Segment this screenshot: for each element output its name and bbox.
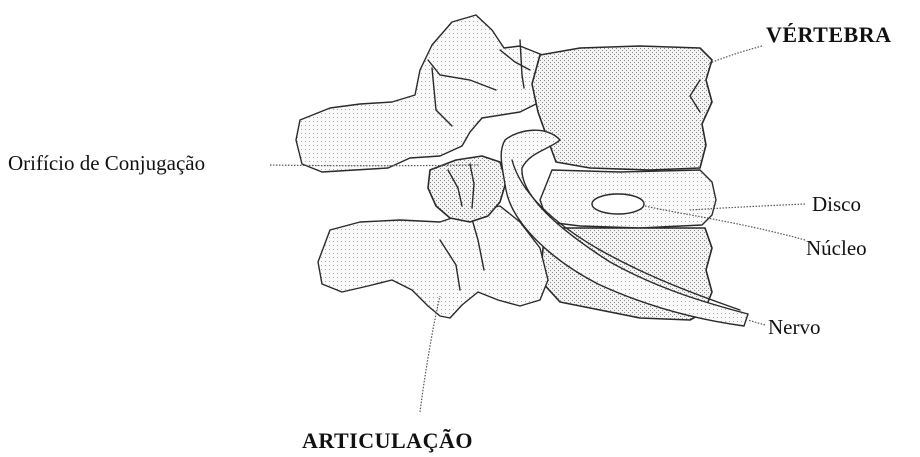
label-nervo: Nervo bbox=[768, 315, 820, 339]
label-vertebra: VÉRTEBRA bbox=[766, 22, 891, 47]
lower-vertebra-processes bbox=[318, 206, 548, 318]
nucleus bbox=[592, 194, 644, 214]
label-articulacao: ARTICULAÇÃO bbox=[302, 428, 473, 453]
label-disco: Disco bbox=[812, 192, 861, 216]
leader-vertebra bbox=[708, 46, 762, 64]
label-orificio: Orifício de Conjugação bbox=[8, 151, 205, 175]
upper-vertebral-body bbox=[532, 46, 712, 170]
leader-nervo bbox=[748, 320, 765, 325]
intervertebral-disc bbox=[540, 170, 716, 228]
label-nucleo: Núcleo bbox=[806, 236, 867, 260]
